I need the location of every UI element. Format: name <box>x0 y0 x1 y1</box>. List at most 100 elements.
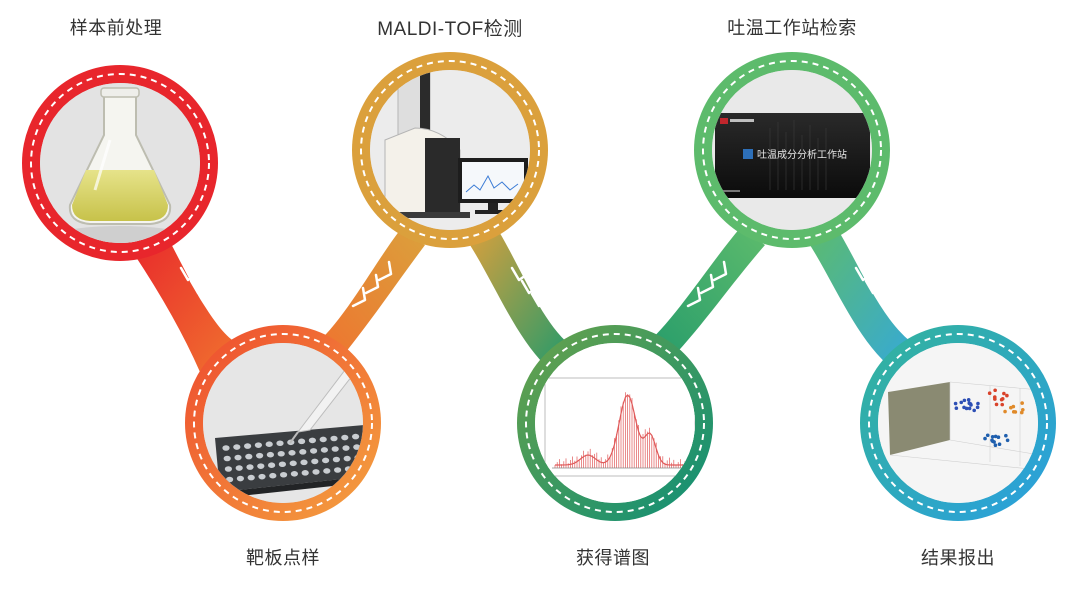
scatter-point <box>967 406 972 411</box>
step-6-label: 结果报出 <box>921 548 995 569</box>
plate-well <box>256 452 264 459</box>
plate-well <box>300 459 308 466</box>
scatter-point <box>996 435 1001 440</box>
plate-well <box>288 450 296 456</box>
software-screen-icon: 吐温成分分析工作站 <box>712 70 872 230</box>
step-2-label: 靶板点样 <box>246 548 320 569</box>
plate-well <box>226 476 234 483</box>
chevron-icon-down-1 <box>179 266 220 308</box>
plate-well <box>331 446 339 452</box>
scatter-point <box>994 402 999 407</box>
scatter-point <box>993 443 998 447</box>
scatter-point <box>993 397 997 401</box>
plate-well <box>222 445 230 451</box>
flask-icon <box>40 83 200 243</box>
scatter-point <box>1002 391 1006 396</box>
plate-well <box>311 458 319 465</box>
connector-5-6 <box>810 225 915 365</box>
scatter-point <box>990 434 995 439</box>
scatter-point <box>1020 407 1025 412</box>
plate-well <box>269 472 277 479</box>
scatter-point <box>1000 402 1005 407</box>
plate-well <box>223 455 231 462</box>
plate-well <box>247 474 255 481</box>
scatter-point <box>966 398 971 402</box>
chevron-icon-up-4 <box>686 260 728 308</box>
plate-well <box>342 445 350 451</box>
step-5-label: 吐温工作站检索 <box>727 18 857 39</box>
step-3-node <box>352 52 548 248</box>
plate-well <box>323 468 331 474</box>
plate-well <box>353 444 361 450</box>
scatter-point <box>983 436 987 441</box>
plate-well <box>330 435 338 442</box>
plate-well <box>332 456 340 463</box>
scatter-point <box>953 401 958 406</box>
plate-well <box>334 467 342 473</box>
step-1-node <box>22 65 218 261</box>
connector-2-3 <box>310 230 425 365</box>
plate-well <box>244 443 252 449</box>
step-3-label: MALDI-TOF检测 <box>377 19 523 40</box>
plate-well <box>299 449 307 455</box>
scatter-point <box>1005 393 1009 398</box>
scatter-point <box>1013 410 1018 414</box>
scatter-point <box>959 400 964 405</box>
plate-well <box>298 438 306 445</box>
scatter-point <box>976 401 980 406</box>
scatter-point <box>1004 433 1008 438</box>
connector-4-5 <box>640 228 765 365</box>
scatter-point <box>1003 409 1007 414</box>
scatter-point <box>1005 438 1010 443</box>
plate-well <box>280 471 288 478</box>
plate-well <box>290 471 298 477</box>
scatter-point <box>1009 405 1013 410</box>
plate-well <box>278 461 286 468</box>
scatter-point <box>1019 410 1024 415</box>
plate-well <box>235 465 243 471</box>
target-plate-pipette-icon <box>203 343 363 503</box>
plate-well <box>258 473 266 480</box>
step-2-node <box>185 325 381 521</box>
plate-well <box>245 453 253 460</box>
plate-well <box>268 462 276 469</box>
plate-well <box>301 470 309 476</box>
connector-3-4 <box>470 225 570 365</box>
connectors <box>130 225 915 372</box>
plate-well <box>257 463 265 469</box>
plate-well <box>308 437 316 444</box>
plate-well <box>246 464 254 470</box>
plate-well <box>341 434 349 441</box>
plate-well <box>265 441 273 448</box>
plate-well <box>234 454 242 461</box>
scatter-point <box>962 398 967 403</box>
plate-well <box>310 448 318 454</box>
scatter-point <box>954 406 959 411</box>
plate-well <box>224 466 232 472</box>
maldi-tof-instrument-icon <box>370 70 530 230</box>
scatter-point <box>985 433 990 438</box>
chevron-icon-down-3 <box>510 266 551 308</box>
plate-well <box>319 436 327 443</box>
scatter-point <box>975 405 980 410</box>
arrow-groups <box>179 260 895 308</box>
plate-well <box>277 450 285 457</box>
step-4-node <box>517 325 713 521</box>
scatter-point <box>993 388 997 393</box>
scatter-point <box>987 391 992 395</box>
software-screen-title: 吐温成分分析工作站 <box>757 148 847 161</box>
plate-well <box>266 451 274 458</box>
scatter-point <box>993 434 998 439</box>
scatter-point <box>1000 397 1005 401</box>
plate-well <box>322 457 330 464</box>
plate-well <box>236 475 244 482</box>
plate-well <box>233 444 241 450</box>
plate-well <box>276 440 284 447</box>
scatter-point <box>992 440 996 444</box>
scatter-point <box>967 401 972 405</box>
scatter-point <box>972 408 977 413</box>
plate-well <box>312 469 320 475</box>
scatter-point <box>997 442 1002 447</box>
